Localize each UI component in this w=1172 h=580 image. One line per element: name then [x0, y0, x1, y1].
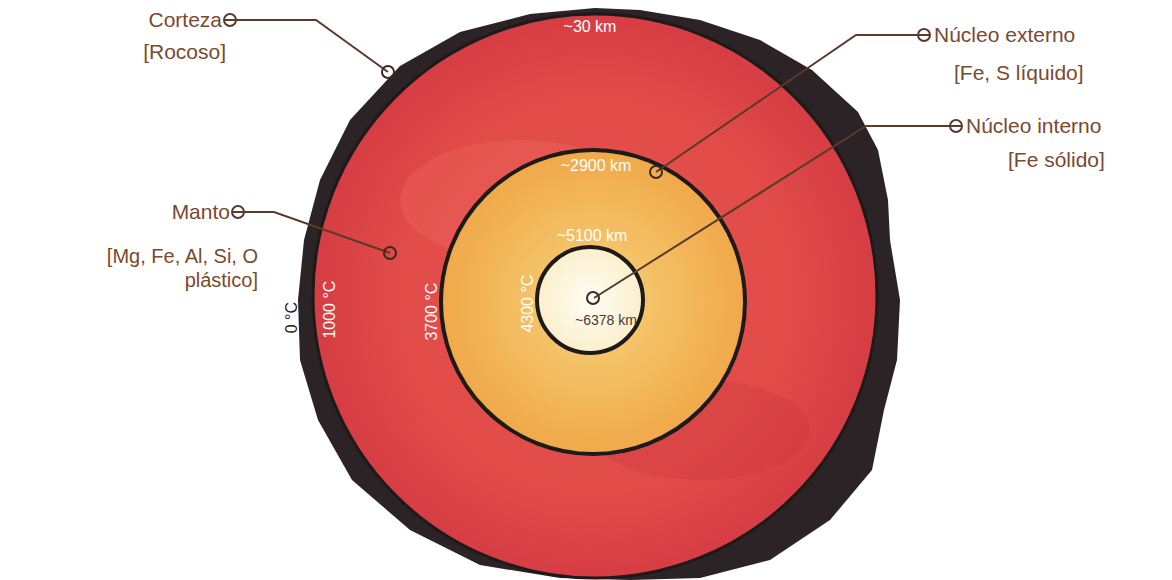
layer-name: Núcleo interno	[966, 113, 1101, 138]
layer-composition: [Fe sólido]	[1008, 147, 1105, 172]
leader-end-dots	[382, 66, 662, 304]
depth-label: ~6378 km	[575, 312, 637, 329]
layer-composition: [Fe, S líquido]	[954, 60, 1084, 85]
temperature-label: 0 °C	[282, 302, 301, 333]
depth-label: ~2900 km	[561, 156, 632, 175]
layer-name: Núcleo externo	[934, 22, 1075, 47]
mantle-layer	[313, 14, 877, 578]
inner-core	[537, 247, 643, 353]
outer-core	[441, 150, 745, 454]
leader-markers	[224, 14, 962, 218]
leader-lines	[236, 20, 950, 298]
depth-label: ~5100 km	[557, 226, 628, 245]
layer-name: Corteza	[148, 7, 222, 32]
layer-composition: [Mg, Fe, Al, Si, O plástico]	[98, 244, 258, 292]
depth-label: ~30 km	[564, 17, 617, 36]
temperature-label: 4300 °C	[518, 275, 537, 333]
temperature-label: 3700 °C	[422, 283, 441, 341]
temperature-label: 1000 °C	[320, 281, 339, 339]
layer-composition: [Rocoso]	[143, 39, 226, 64]
layer-name: Manto	[172, 199, 230, 224]
